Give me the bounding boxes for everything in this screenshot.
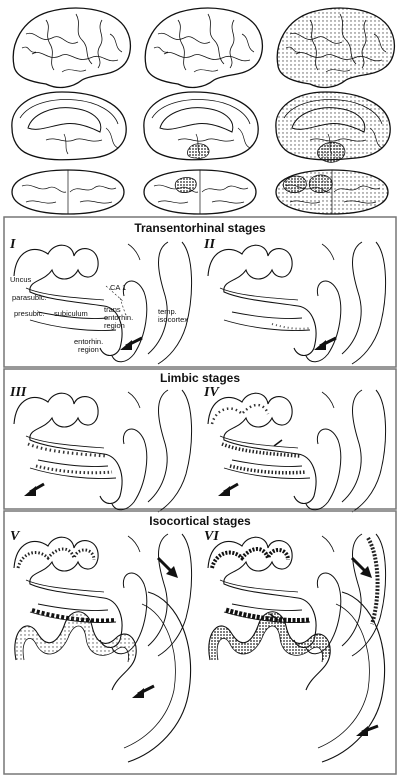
isocortex-gyri-outline xyxy=(208,591,386,763)
arrow-stage-IV-head xyxy=(218,486,230,496)
isocortex-dots-band xyxy=(16,547,96,569)
isocortex-dots-band xyxy=(210,547,290,569)
panel-stage-II-label: II xyxy=(203,237,215,252)
isocortex-gyri-V xyxy=(14,591,192,763)
isocortical-section: Isocortical stages V VI xyxy=(3,510,397,775)
gyri-dense-fill xyxy=(208,611,331,662)
arrow-stage-VI-head xyxy=(360,566,372,578)
limbic-dots-band xyxy=(221,442,301,458)
arrow-gyri-VI-head xyxy=(356,726,368,736)
panel-stage-II: II xyxy=(203,237,387,365)
lateral-isocortex-shading xyxy=(277,8,395,88)
isocortical-title: Isocortical stages xyxy=(149,514,251,528)
arrow-stage-II-head xyxy=(314,340,326,350)
basal-limbic-lesion xyxy=(174,177,197,193)
panel-stage-VI-label: VI xyxy=(204,529,219,544)
label-uncus: Uncus xyxy=(10,275,32,284)
panel-stage-IV: IV xyxy=(203,385,387,513)
basal-view-brain xyxy=(143,169,257,215)
isocortex-gyri-VI xyxy=(208,591,386,763)
arrow-stage-IV-small xyxy=(273,439,283,447)
arrow-stage-V xyxy=(156,556,174,574)
arrow-stage-I-head xyxy=(120,340,132,350)
hippocampal-section-outline xyxy=(207,389,387,513)
isocortex-gyri-outline xyxy=(14,591,192,763)
label-trans-2: entorhin. xyxy=(104,313,133,322)
entorhinal-dots-band xyxy=(229,464,307,475)
temporal-boundary-line xyxy=(105,285,127,317)
panel-stage-V-label: V xyxy=(10,529,21,544)
hippocampal-section-outline xyxy=(207,241,387,365)
medial-dense-lesion xyxy=(317,141,346,163)
lateral-view-brain xyxy=(144,7,264,89)
panel-stage-IV-label: IV xyxy=(203,385,220,400)
transentorhinal-section: Transentorhinal stages I Uncus CA 1 para… xyxy=(3,216,397,368)
label-ca1: CA 1 xyxy=(110,283,126,292)
basal-view-brain xyxy=(11,169,125,215)
entorhinal-dots-band xyxy=(35,464,113,475)
label-parasubiculum: parasubic. xyxy=(12,293,47,302)
limbic-title: Limbic stages xyxy=(160,371,240,385)
medial-isocortex-shading xyxy=(275,92,391,160)
lateral-view-brain xyxy=(12,7,132,89)
panel-stage-I-label: I xyxy=(9,237,16,252)
basal-dense-lesion-2 xyxy=(308,174,333,193)
label-subiculum: subiculum xyxy=(54,309,88,318)
panel-stage-III-label: III xyxy=(9,385,27,400)
transentorhinal-frame xyxy=(3,216,397,368)
transentorhinal-dots xyxy=(271,323,311,330)
medial-view-brain xyxy=(11,91,127,161)
transentorhinal-title: Transentorhinal stages xyxy=(134,221,266,235)
basal-dense-lesion xyxy=(282,175,307,193)
label-temp-2: isocortex xyxy=(158,315,188,324)
medial-limbic-lesion xyxy=(187,143,210,159)
brain-stage-column-3 xyxy=(275,7,396,215)
label-presubiculum: presubic. xyxy=(14,309,44,318)
isocortical-frame xyxy=(3,510,397,775)
panel-stage-III: III xyxy=(9,385,193,513)
temporal-dense-band xyxy=(366,536,380,625)
arrow-stage-III-head xyxy=(24,486,36,496)
label-trans-3: region xyxy=(104,321,125,330)
limbic-section: Limbic stages III IV xyxy=(3,368,397,513)
limbic-frame xyxy=(3,368,397,510)
panel-stage-I: I Uncus CA 1 parasubic. presubic. subicu… xyxy=(9,237,193,365)
brain-stage-column-1 xyxy=(11,7,132,215)
arrow-stage-VI xyxy=(350,556,368,574)
gyri-stipple-fill xyxy=(14,611,137,662)
arrow-gyri-V-head xyxy=(132,688,144,698)
label-entorhinal-1: entorhin. xyxy=(74,337,103,346)
ca1-dots-band xyxy=(210,403,270,425)
arrow-stage-V-head xyxy=(166,566,178,578)
label-trans-1: trans xyxy=(104,305,121,314)
limbic-dots-band xyxy=(27,442,107,458)
hippocampal-section-outline xyxy=(13,389,193,513)
label-entorhinal-2: region xyxy=(78,345,99,354)
label-temp-1: temp. xyxy=(158,307,177,316)
brain-stage-column-2 xyxy=(143,7,264,215)
